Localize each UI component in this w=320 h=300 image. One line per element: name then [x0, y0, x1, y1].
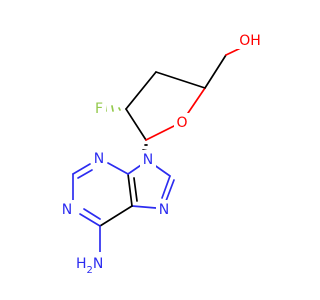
n9-label: N: [143, 152, 153, 168]
ring-oxygen-label: O: [176, 115, 187, 131]
bond-n3-c2p: [72, 163, 91, 175]
hydroxyl-label: OH: [239, 33, 261, 49]
bond-layer: [72, 44, 248, 253]
amino-sub: 2: [87, 265, 93, 276]
bond-c4-c3: [125, 71, 157, 110]
bond-c3-c2: [125, 108, 147, 141]
bond-n1-c6-inner: [83, 208, 101, 220]
n1-label: N: [62, 202, 72, 218]
bond-c5-c4p-inner: [133, 177, 138, 202]
n3-label: N: [94, 151, 104, 167]
amino-label: H2N: [76, 256, 103, 276]
bond-n1-c6: [79, 213, 101, 227]
bond-c2-o: [145, 124, 177, 141]
atom-labels: OH O F N N N N H2N: [59, 31, 266, 276]
bond-c8-n7a: [161, 175, 171, 199]
bond-c5-c4p: [127, 173, 133, 207]
bond-c8-n7b: [165, 179, 175, 202]
bond-c5-ch2: [204, 54, 227, 89]
n7-label: N: [159, 202, 169, 218]
molecule-structure: OH O F N N N N H2N: [59, 31, 266, 276]
bond-n3-c2p-inner: [77, 169, 93, 179]
amino-n: N: [93, 256, 103, 272]
bond-n7-c5: [131, 205, 157, 209]
bond-c5-c4: [155, 71, 206, 89]
bond-o-c5: [185, 87, 206, 117]
bond-c4p-n3: [107, 162, 129, 175]
amino-h: H: [76, 256, 87, 272]
bond-c6-c5: [99, 205, 133, 227]
fluorine-label: F: [95, 101, 103, 117]
bond-c3-f-hashed: [104, 103, 121, 112]
